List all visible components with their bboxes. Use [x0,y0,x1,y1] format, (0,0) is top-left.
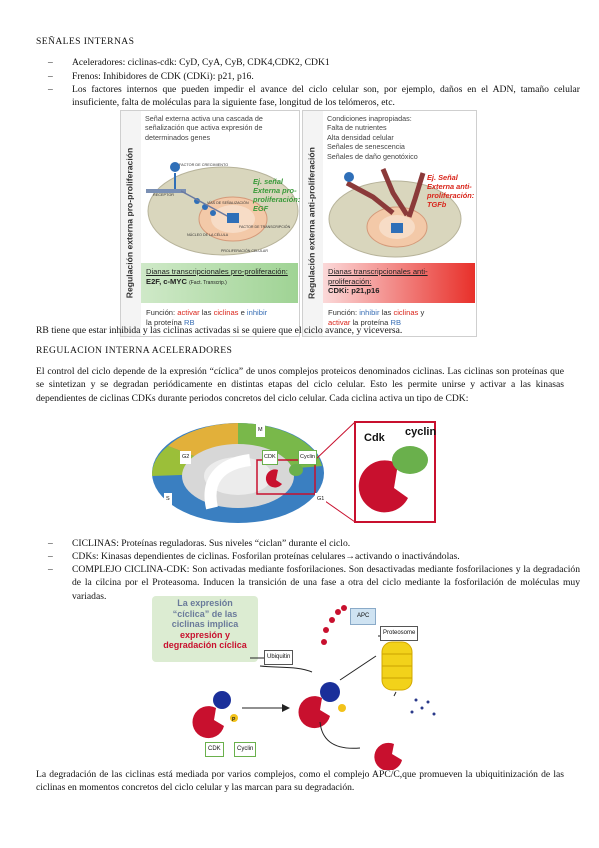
anti-signal-label: Ej. Señal Externa anti-proliferación: TG… [427,173,475,209]
cyclin-big-label: cyclin [405,426,437,438]
cdk-label: CDK [205,742,224,758]
panel-anti-proliferation: Regulación externa anti-proliferación Co… [302,110,477,337]
cell-diagram-pro [146,162,299,256]
anti-dianas-box: Dianas transcripcionales anti-proliferac… [323,263,475,303]
anti-conditions: Condiciones inapropiadas: Falta de nutri… [327,114,418,161]
figure-cyclin-degradation: La expresión “cíclica” de las ciclinas i… [150,596,450,770]
section-heading-regulacion: REGULACION INTERNA ACELERADORES [36,345,233,356]
cell-diagram-anti [328,168,462,258]
phase-g2: G2 [180,451,192,465]
label-nucleus: NÚCLEO DE LA CÉLULA [187,233,229,237]
pro-signal-label: Ej. señal Externa pro-proliferación: EGF [253,177,301,213]
phosphate-label: P [232,717,236,723]
phase-g1: G1 [315,493,327,507]
figure-external-regulation: Regulación externa pro-proliferación Señ… [120,110,477,337]
pro-function: Función: activar las ciclinas e inhibir … [146,308,268,327]
anti-function: Función: inhibir las ciclinas y activar … [328,308,425,327]
degradation-diagram [192,605,436,770]
pro-dianas-box: Dianas transcripcionales pro-proliferaci… [141,263,298,303]
cdk-small-label: CDK [262,450,278,466]
label-receptor: RECEPTOR [153,193,175,197]
cyclin-small-label: Cyclin [298,450,317,466]
figure-cell-cycle: M G2 S G1 CDK Cyclin Cdk cyclin [150,418,440,530]
label-proliferation: PROLIFERACIÓN CELULAR [221,249,268,253]
ubiquitin-label: Ubiquitin [264,650,294,666]
apc-label: APC [350,608,377,626]
section-heading-senales: SEÑALES INTERNAS [36,36,135,47]
cell-cycle-diagram [151,421,436,523]
side-label-anti: Regulación externa anti-proliferación [306,147,317,299]
paragraph-apc: La degradación de las ciclinas está medi… [36,769,564,794]
phase-s: S [164,493,172,507]
proteosome-label: Proteosome [380,626,419,642]
cyclic-expression-callout: La expresión “cíclica” de las ciclinas i… [152,596,258,662]
label-transcription-factor: FACTOR DE TRANSCRIPCIÓN [239,225,291,229]
label-signal-pathways: VÍAS DE SEÑALIZACIÓN [207,201,249,205]
pro-top-text: Señal externa activa una cascada de seña… [145,114,263,142]
cdk-big-label: Cdk [364,432,385,444]
paragraph-ciclinas: El control del ciclo depende de la expre… [36,366,564,404]
cyclin-label: Cyclin [234,742,257,758]
label-growth-factor: FACTOR DE CRECIMIENTO [179,163,229,167]
phase-m: M [256,424,265,438]
panel-pro-proliferation: Regulación externa pro-proliferación Señ… [120,110,300,337]
side-label-pro: Regulación externa pro-proliferación [124,147,135,299]
sentence-rb: RB tiene que estar inhibida y las ciclin… [36,325,403,336]
